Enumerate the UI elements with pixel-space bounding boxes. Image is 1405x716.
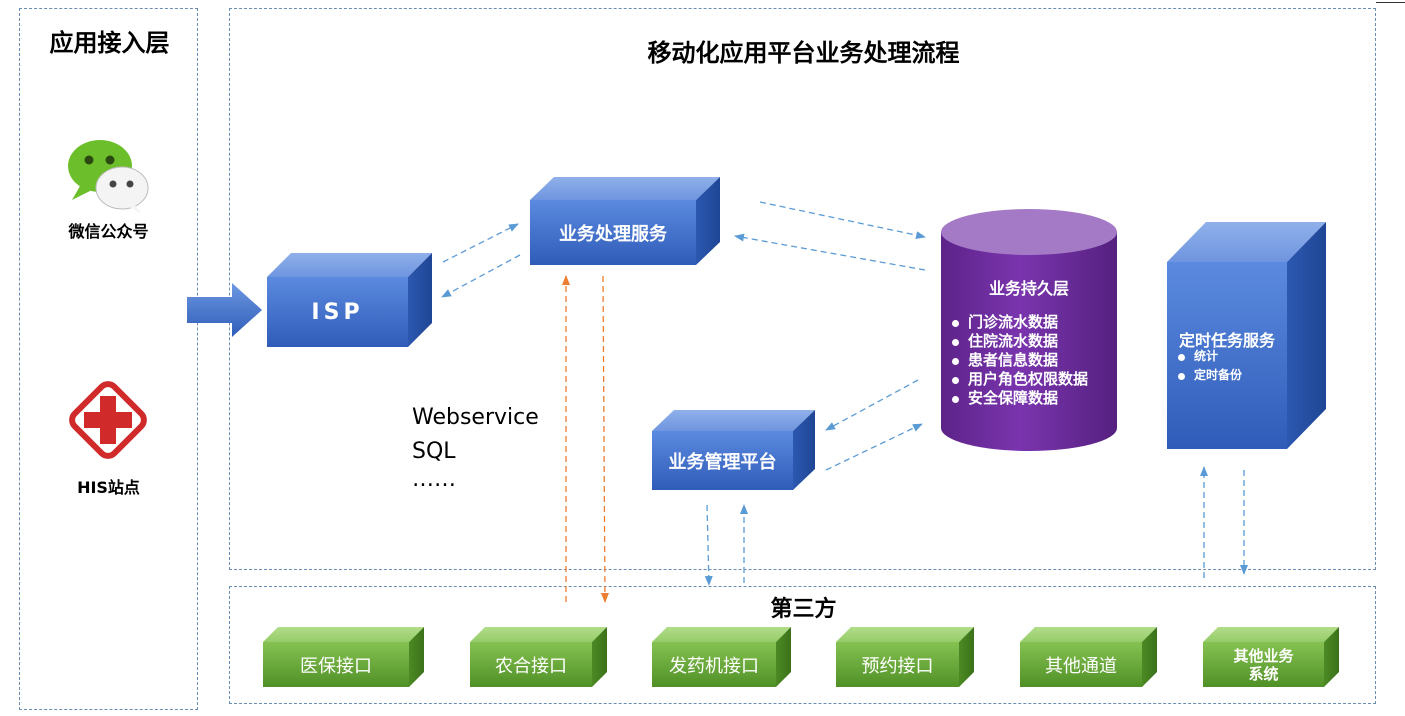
medical-cross-symbol [84,396,132,444]
arrow-service-to-isp [441,254,521,298]
access-arrow [187,283,262,337]
protocol-note-ellipsis: …… [412,467,456,492]
wechat-label: 微信公众号 [68,222,149,241]
wechat-icon [68,140,149,214]
his-site-label: HIS站点 [77,478,140,497]
timer-service-title: 定时任务服务 [1178,331,1275,350]
interface-box-other-channels [1020,627,1157,687]
arrow-management-down [704,504,713,586]
business-process-title: 移动化应用平台业务处理流程 [647,39,960,67]
business-process-panel: 移动化应用平台业务处理流程 [229,8,1376,570]
third-party-boxes [263,627,1339,687]
interface-box-dispensing-machine [652,627,791,687]
timer-service-list: 统计 定时备份 [1176,347,1242,385]
persistence-item: 用户角色权限数据 [950,370,1088,389]
persistence-cylinder [941,209,1117,451]
persistence-list: 门诊流水数据 住院流水数据 患者信息数据 用户角色权限数据 安全保障数据 [950,313,1088,408]
protocol-note-sql: SQL [412,439,456,464]
persistence-item: 安全保障数据 [950,389,1088,408]
persistence-item: 门诊流水数据 [950,313,1088,332]
application-access-layer-panel: 应用接入层 [19,8,198,710]
interface-box-appointment [836,627,974,687]
arrow-management-to-persistence [825,423,923,471]
isp-label: ISP [311,299,364,325]
protocol-note-webservice: Webservice [412,405,539,430]
arrow-persistence-to-management [825,379,919,431]
interface-label-other-systems: 其他业务 系统 [1233,646,1294,683]
protocol-notes: Webservice SQL …… [412,401,539,491]
third-party-title: 第三方 [770,597,837,622]
business-service-box [530,177,720,265]
interface-box-rural-coop [470,627,607,687]
top-edge-line [1376,2,1405,3]
management-platform-label: 业务管理平台 [668,451,777,473]
third-party-panel: 第三方 [229,586,1376,704]
arrow-service-to-thirdparty [600,275,609,603]
persistence-title: 业务持久层 [988,279,1069,298]
application-access-layer-title: 应用接入层 [49,29,170,57]
timer-service-item: 定时备份 [1176,366,1242,385]
arrow-isp-to-service [442,223,519,263]
isp-box [267,253,432,347]
interface-label-medical-insurance: 医保接口 [300,655,372,677]
management-platform-box [652,410,815,490]
persistence-item: 住院流水数据 [950,332,1088,351]
timer-service-box [1167,222,1326,449]
interface-box-other-systems [1203,627,1339,687]
interface-label-dispensing-machine: 发药机接口 [669,655,759,677]
interface-label-appointment: 预约接口 [861,655,934,677]
arrow-persistence-to-service [734,233,926,271]
arrow-service-to-persistence [759,201,926,240]
business-service-label: 业务处理服务 [559,223,667,245]
timer-service-item: 统计 [1176,347,1242,366]
interface-box-medical-insurance [263,627,424,687]
interface-label-rural-coop: 农合接口 [495,655,567,677]
persistence-item: 患者信息数据 [950,351,1088,370]
interface-label-other-channels: 其他通道 [1045,655,1117,677]
